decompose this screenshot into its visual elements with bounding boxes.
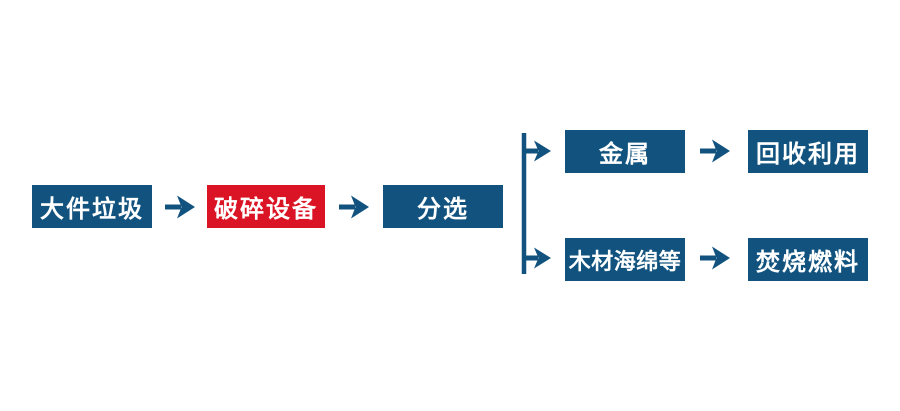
arrow-split-to-wood-icon xyxy=(523,247,551,269)
node-incineration-fuel-label: 焚烧燃料 xyxy=(756,248,860,276)
node-bulky-waste: 大件垃圾 xyxy=(32,185,152,228)
arrow-metal-to-recycling-icon xyxy=(700,139,730,163)
node-sorting-label: 分选 xyxy=(417,195,469,223)
node-crushing-equipment: 破碎设备 xyxy=(207,185,325,228)
node-recycling-label: 回收利用 xyxy=(756,140,860,168)
arrow-bulky-to-crushing-icon xyxy=(165,195,195,219)
node-incineration-fuel: 焚烧燃料 xyxy=(748,238,868,281)
node-wood-sponge: 木材海绵等 xyxy=(565,238,685,281)
node-sorting: 分选 xyxy=(383,185,503,228)
arrow-crushing-to-sorting-icon xyxy=(339,195,369,219)
node-wood-sponge-label: 木材海绵等 xyxy=(568,249,682,275)
node-metal-label: 金属 xyxy=(599,140,651,168)
node-recycling: 回收利用 xyxy=(748,130,868,173)
arrow-split-to-metal-icon xyxy=(523,140,551,162)
node-metal: 金属 xyxy=(565,130,685,173)
node-crushing-equipment-label: 破碎设备 xyxy=(214,195,318,223)
node-bulky-waste-label: 大件垃圾 xyxy=(40,195,144,223)
arrow-wood-to-fuel-icon xyxy=(700,246,730,270)
